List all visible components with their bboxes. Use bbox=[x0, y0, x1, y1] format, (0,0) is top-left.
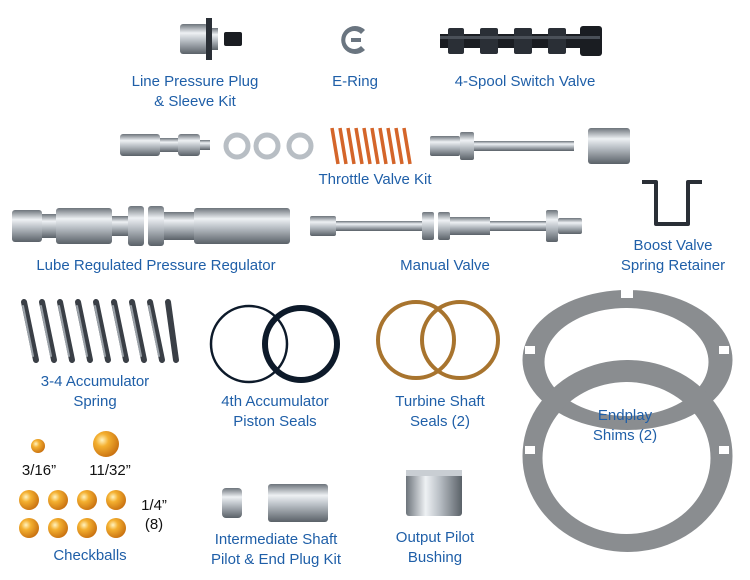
lube-regulator-image bbox=[12, 202, 292, 250]
checkball-medium-size: 11/32” bbox=[89, 462, 131, 479]
accumulator-spring-label: 3-4 Accumulator Spring bbox=[40, 373, 150, 410]
line-pressure-plug-image bbox=[178, 14, 248, 64]
checkball-grid-image bbox=[18, 488, 130, 540]
e-ring-image bbox=[335, 20, 375, 60]
four-spool-valve-label: 4-Spool Switch Valve bbox=[454, 73, 596, 90]
accumulator-spring-image bbox=[18, 296, 183, 366]
checkballs-label: Checkballs bbox=[53, 547, 127, 564]
manual-valve-label: Manual Valve bbox=[400, 257, 490, 274]
endplay-shims-label: Endplay Shims (2) bbox=[592, 407, 658, 444]
intermediate-shaft-pilot-image bbox=[220, 482, 332, 526]
checkball-small-size: 3/16” bbox=[21, 462, 57, 479]
throttle-valve-kit-image bbox=[120, 124, 640, 168]
accumulator-seals-image bbox=[205, 302, 345, 388]
output-pilot-bushing-label: Output Pilot Bushing bbox=[395, 529, 475, 566]
boost-valve-retainer-image bbox=[638, 178, 708, 230]
endplay-shims-image bbox=[515, 286, 740, 576]
lube-regulator-label: Lube Regulated Pressure Regulator bbox=[36, 257, 276, 274]
intermediate-shaft-label: Intermediate Shaft Pilot & End Plug Kit bbox=[210, 531, 342, 568]
boost-valve-retainer-label: Boost Valve Spring Retainer bbox=[620, 237, 726, 274]
turbine-seals-label: Turbine Shaft Seals (2) bbox=[395, 393, 485, 430]
turbine-seals-image bbox=[372, 296, 504, 382]
manual-valve-image bbox=[310, 208, 585, 244]
four-spool-valve-image bbox=[440, 24, 605, 60]
checkball-small-image bbox=[30, 438, 46, 454]
checkball-medium-image bbox=[92, 430, 120, 458]
line-pressure-plug-label: Line Pressure Plug & Sleeve Kit bbox=[131, 73, 259, 110]
output-pilot-bushing-image bbox=[404, 468, 466, 520]
accumulator-seals-label: 4th Accumulator Piston Seals bbox=[221, 393, 329, 430]
throttle-valve-kit-label: Throttle Valve Kit bbox=[318, 171, 432, 188]
checkball-large-size: 1/4” (8) bbox=[141, 497, 167, 533]
e-ring-label: E-Ring bbox=[332, 73, 378, 90]
